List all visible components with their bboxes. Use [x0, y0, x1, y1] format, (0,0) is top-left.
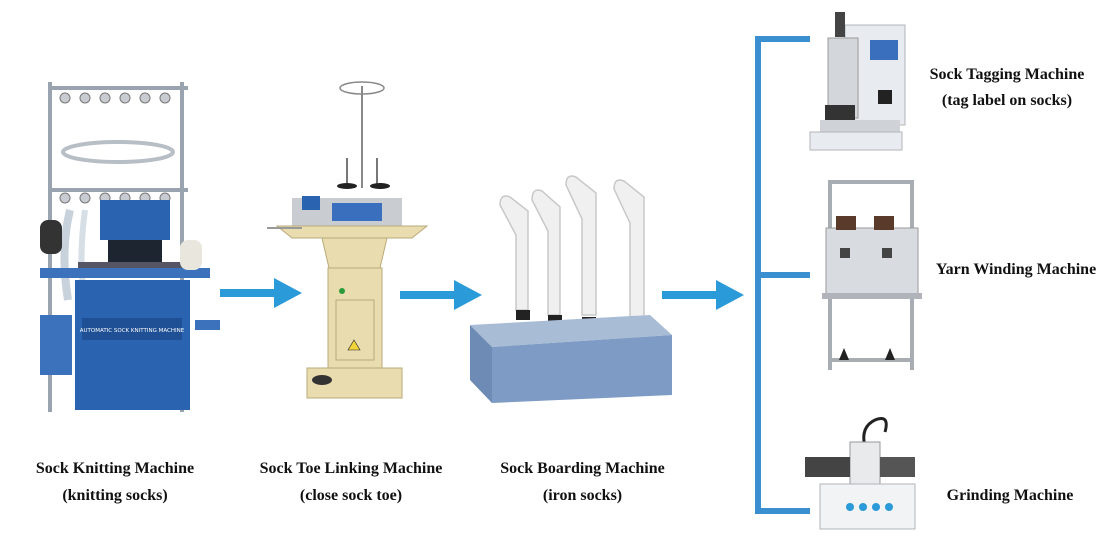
- machine-note: (close sock toe): [299, 487, 403, 504]
- sock-tagging-machine-image: [809, 12, 906, 151]
- flow-arrow-1: [220, 278, 302, 308]
- knitting-panel-label: AUTOMATIC SOCK KNITTING MACHINE: [80, 328, 185, 334]
- sock-toe-linking-machine-image: [267, 81, 429, 399]
- machine-name: Sock Tagging Machine: [929, 66, 1085, 83]
- flow-arrow-3: [662, 280, 744, 310]
- caption-sock-knitting: Sock Knitting Machine (knitting socks): [15, 455, 215, 509]
- flow-arrow-2: [400, 280, 482, 310]
- caption-sock-tagging: Sock Tagging Machine (tag label on socks…: [912, 62, 1102, 114]
- machine-note: (tag label on socks): [941, 92, 1073, 109]
- machine-note: (iron socks): [542, 487, 623, 504]
- caption-grinding: Grinding Machine: [920, 483, 1100, 509]
- caption-sock-boarding: Sock Boarding Machine (iron socks): [475, 455, 690, 509]
- caption-yarn-winding: Yarn Winding Machine: [918, 257, 1114, 283]
- machine-name: Sock Toe Linking Machine: [259, 460, 443, 477]
- yarn-winding-machine-image: [822, 180, 922, 370]
- machine-name: Sock Knitting Machine: [35, 460, 195, 477]
- grinding-machine-image: [805, 417, 916, 530]
- caption-sock-toe-linking: Sock Toe Linking Machine (close sock toe…: [240, 455, 462, 509]
- machine-name: Yarn Winding Machine: [935, 261, 1097, 278]
- machine-name: Grinding Machine: [946, 487, 1074, 504]
- branch-bracket: [755, 36, 810, 514]
- machine-note: (knitting socks): [62, 487, 168, 504]
- sock-knitting-machine-image: AUTOMATIC SOCK KNITTING MACHINE: [40, 82, 220, 412]
- sock-boarding-machine-image: [470, 175, 672, 403]
- machine-name: Sock Boarding Machine: [500, 460, 665, 477]
